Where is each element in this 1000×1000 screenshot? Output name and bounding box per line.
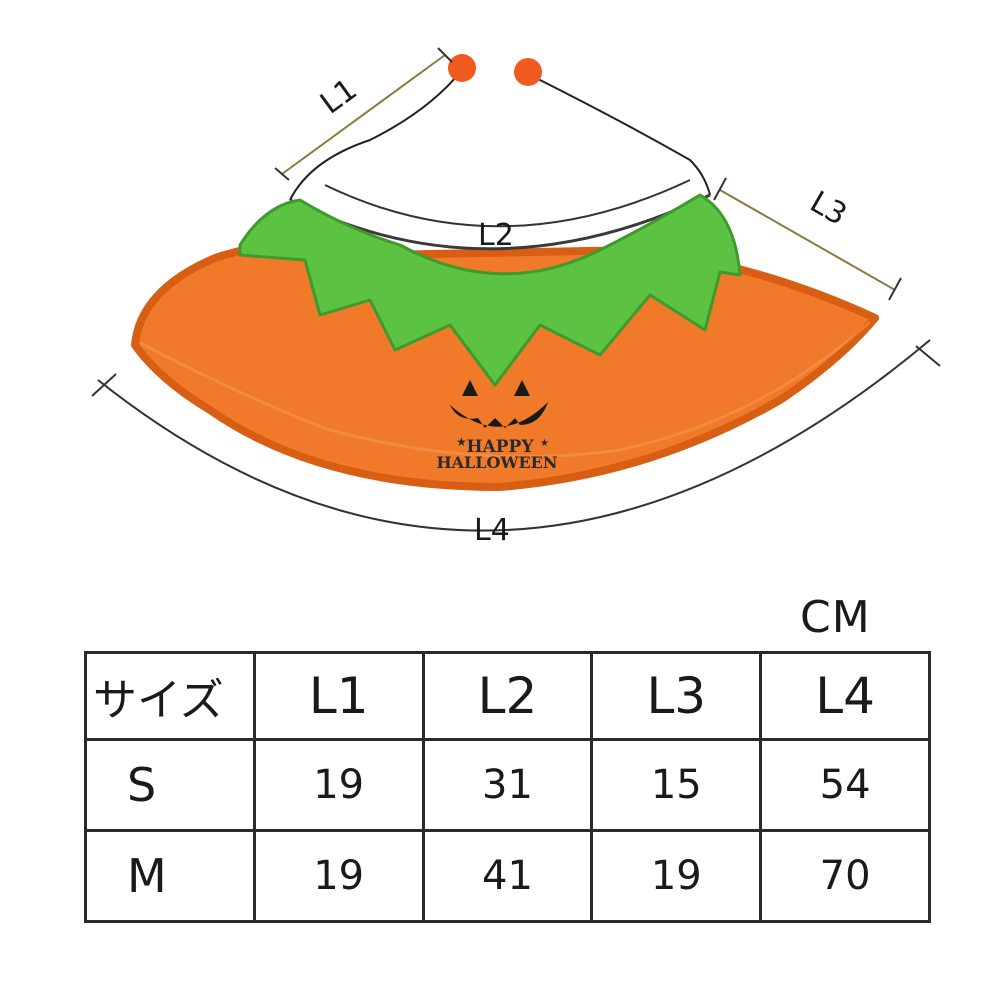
svg-text:★: ★ — [540, 438, 549, 449]
svg-text:★: ★ — [456, 435, 467, 449]
l4-dimension-arc — [97, 339, 931, 532]
header-size: サイズ — [84, 651, 256, 741]
value-cell: 19 — [252, 738, 425, 832]
l1-dimension-line — [281, 54, 446, 175]
size-table: サイズ L1 L2 L3 L4 S 19 31 15 54 M 19 41 19… — [84, 651, 931, 923]
l3-label: L3 — [804, 185, 853, 233]
table-row: M 19 41 19 70 — [84, 829, 931, 923]
l2-label: L2 — [478, 218, 514, 253]
l2-dimension-arc — [324, 179, 691, 228]
size-cell: S — [84, 738, 256, 832]
header-l1: L1 — [252, 651, 425, 741]
value-cell: 54 — [759, 738, 931, 832]
value-cell: 15 — [590, 738, 763, 832]
header-l2: L2 — [421, 651, 594, 741]
table-row: S 19 31 15 54 — [84, 738, 931, 832]
jack-o-lantern-face-icon — [450, 380, 548, 428]
header-l4: L4 — [759, 651, 931, 741]
value-cell: 19 — [252, 829, 425, 923]
leaf-collar — [238, 193, 742, 387]
collar-diagram: HAPPY HALLOWEEN ★ ★ L1 L2 L3 L4 — [91, 47, 941, 548]
left-pompom-icon — [448, 54, 476, 82]
l4-label: L4 — [474, 513, 510, 548]
embroidery-line-1: HAPPY — [467, 437, 535, 457]
header-l3: L3 — [590, 651, 763, 741]
unit-label: CM — [800, 592, 871, 643]
value-cell: 70 — [759, 829, 931, 923]
embroidery-line-2: HALLOWEEN — [437, 453, 558, 472]
value-cell: 31 — [421, 738, 594, 832]
value-cell: 19 — [590, 829, 763, 923]
size-cell: M — [84, 829, 256, 923]
right-pompom-icon — [514, 58, 542, 86]
table-header-row: サイズ L1 L2 L3 L4 — [84, 651, 931, 741]
l3-dimension-line — [719, 189, 896, 291]
value-cell: 41 — [421, 829, 594, 923]
l1-label: L1 — [314, 72, 364, 121]
